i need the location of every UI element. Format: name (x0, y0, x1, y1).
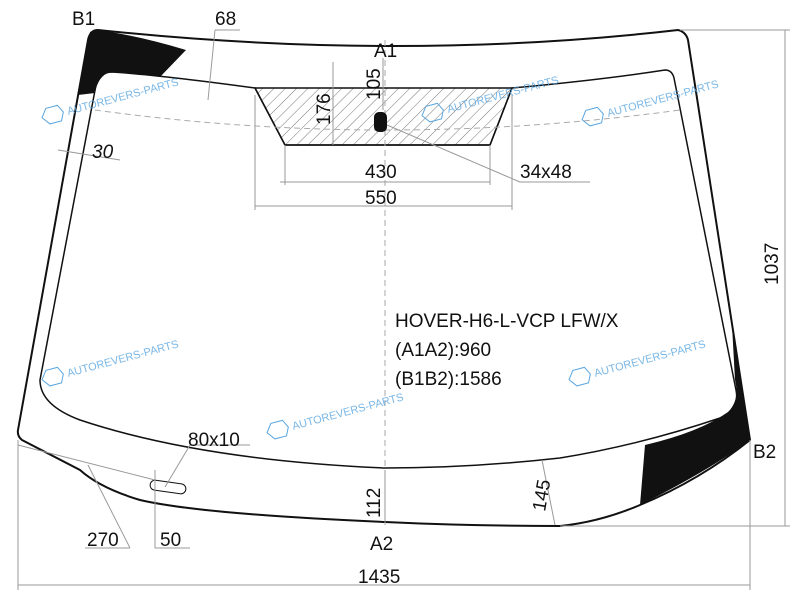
shade-band-line (94, 109, 681, 131)
dim-bottom-band: 112 (364, 488, 385, 518)
dim-band-top: 68 (215, 9, 236, 30)
diagonal-b1b2: (B1B2):1586 (395, 369, 502, 390)
point-b2-label: B2 (753, 442, 776, 463)
dim-notch-bottom-width: 430 (365, 162, 397, 183)
glass-outline (16, 28, 752, 528)
watermark-logo-icon (266, 419, 289, 440)
dim-vin-offset-y: 50 (160, 530, 181, 551)
dim-side-band: 30 (92, 142, 114, 163)
frit-bottom-right (640, 325, 750, 505)
inner-outline (39, 69, 738, 469)
watermark-logo-icon (41, 104, 64, 125)
frit-top-left (78, 30, 186, 95)
diagonal-a1a2: (A1A2):960 (395, 340, 491, 361)
dim-sensor-size: 34x48 (520, 162, 572, 183)
watermark-logo-icon (41, 366, 64, 387)
watermark-logo-icon (421, 102, 444, 123)
part-code: HOVER-H6-L-VCP LFW/X (395, 311, 619, 332)
point-b1-label: B1 (72, 9, 95, 30)
dim-sensor-offset: 105 (364, 68, 385, 100)
dim-vin-offset-x: 270 (87, 530, 119, 551)
point-a2-label: A2 (370, 534, 393, 555)
rain-sensor (374, 112, 387, 132)
watermark-logo-icon (568, 366, 591, 387)
vin-window (149, 479, 187, 495)
dim-vin-window: 80x10 (188, 430, 240, 451)
point-a1-label: A1 (374, 41, 397, 62)
dim-notch-height: 176 (314, 93, 335, 125)
dimension-lines (17, 29, 790, 590)
dim-height: 1037 (762, 243, 783, 285)
watermark-logo-icon (581, 106, 604, 127)
dim-notch-top-width: 550 (365, 188, 397, 209)
dim-width: 1435 (358, 567, 400, 588)
labels: B1 A1 B2 A2 68 176 105 30 430 550 34x48 … (72, 9, 783, 588)
